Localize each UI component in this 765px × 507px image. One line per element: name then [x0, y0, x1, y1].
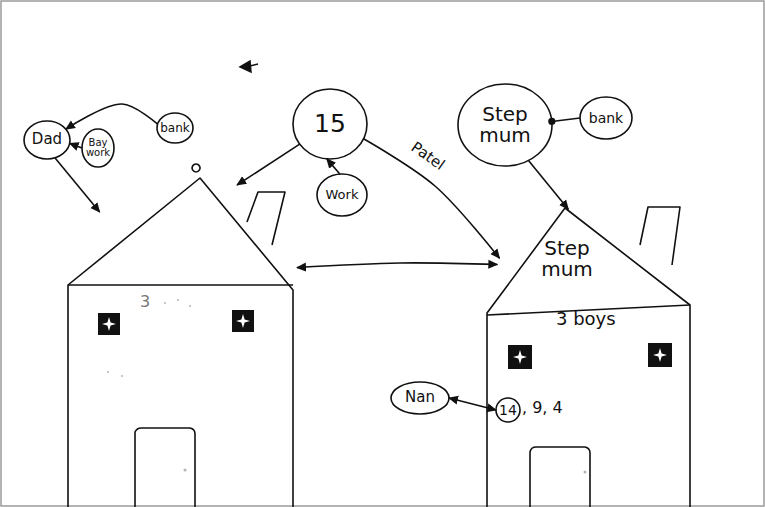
child-circle: 14	[495, 397, 521, 423]
connector-arrow	[297, 263, 497, 268]
house-drawing: Step mum 3 boys , 9, 4 14	[478, 200, 693, 507]
label-holder: Bay work	[81, 128, 115, 168]
resource-circle: Work	[316, 173, 368, 217]
window-sparkle	[513, 350, 527, 364]
person-circle: Step mum	[457, 83, 553, 167]
node-label: 15	[314, 111, 346, 137]
label-holder: Step mum	[457, 83, 553, 167]
connector-arrow	[66, 104, 158, 129]
house-label: 3 boys	[556, 310, 646, 329]
label-holder: bank	[579, 96, 633, 140]
node-label: 14	[499, 403, 517, 418]
circle-outline	[580, 97, 632, 139]
house-line	[68, 284, 293, 286]
label-holder: Work	[316, 173, 368, 217]
stray-arrow-scribble	[240, 61, 258, 72]
label-holder: Nan	[390, 381, 450, 415]
house-line	[68, 178, 293, 507]
node-label: Step mum	[474, 104, 536, 146]
person-circle: Dad	[23, 120, 71, 160]
connector-arrow	[364, 139, 500, 259]
circle-outline	[157, 113, 193, 143]
circle-outline	[391, 382, 449, 414]
connector-arrow	[552, 118, 580, 121]
house-line	[247, 192, 285, 245]
label-holder: Dad	[23, 120, 71, 160]
circle-outline	[24, 121, 70, 159]
node-label: Work	[326, 188, 359, 202]
window-square	[232, 310, 254, 332]
connector-arrow	[529, 161, 569, 210]
circle-outline	[496, 398, 520, 422]
house-line	[192, 164, 200, 172]
house-line	[487, 208, 690, 507]
window-sparkle	[102, 317, 116, 331]
connector-arrow	[449, 398, 496, 410]
circle-outline	[317, 174, 367, 216]
house-label: Step mum	[525, 238, 609, 280]
house-line	[640, 207, 680, 265]
connector-label: Patel	[408, 138, 449, 174]
window-sparkle	[653, 348, 667, 362]
house-label: , 9, 4	[522, 400, 582, 417]
circle-outline	[293, 89, 367, 159]
self-circle: 15	[292, 88, 368, 160]
house-drawing: 3	[62, 160, 297, 507]
node-label: Bay work	[83, 138, 113, 159]
connector-arrow	[327, 159, 340, 174]
resource-circle: bank	[156, 112, 194, 144]
node-label: bank	[589, 111, 623, 126]
house-line	[135, 428, 195, 507]
label-holder: bank	[156, 112, 194, 144]
house-line	[530, 447, 590, 507]
house-outline	[62, 160, 297, 507]
resource-circle: bank	[579, 96, 633, 140]
person-circle: Nan	[390, 381, 450, 415]
resource-circle: Bay work	[81, 128, 115, 168]
window-square	[648, 343, 672, 367]
house-label: 3	[140, 294, 170, 311]
circle-outline	[82, 129, 114, 167]
pencil-dots	[107, 299, 587, 474]
node-label: Nan	[405, 390, 435, 406]
label-holder: 15	[292, 88, 368, 160]
window-square	[98, 313, 120, 335]
node-label: Dad	[32, 132, 62, 148]
node-label: bank	[160, 122, 190, 135]
window-square	[508, 345, 532, 369]
connector-arrow	[70, 143, 82, 148]
circle-outline	[458, 84, 552, 166]
label-holder: 14	[495, 397, 521, 423]
connector-arrow	[237, 144, 300, 185]
window-sparkle	[236, 314, 250, 328]
